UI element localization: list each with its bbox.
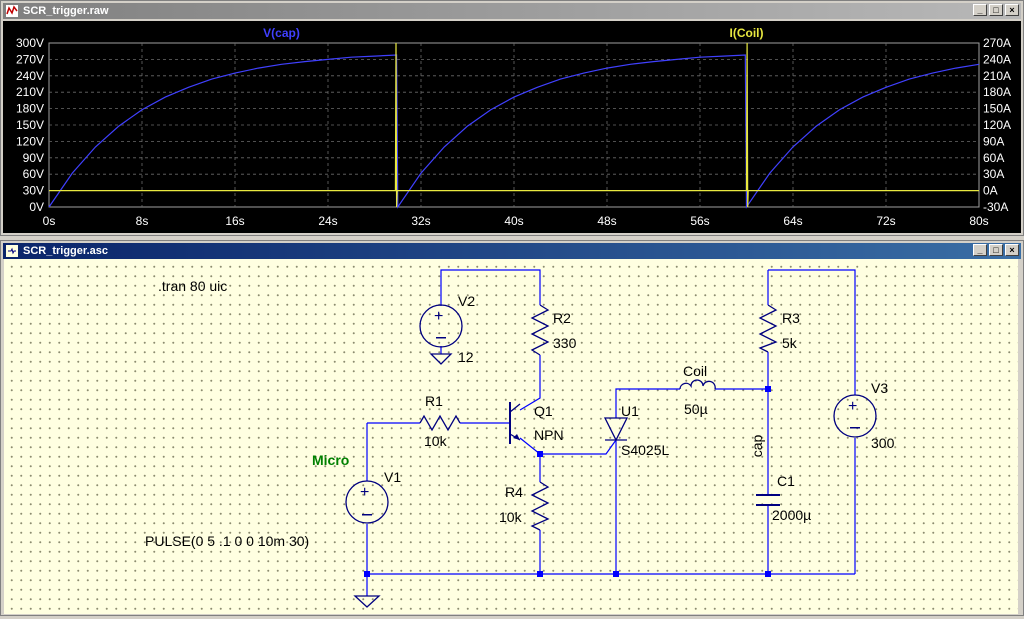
r4-ref[interactable]: R4	[505, 484, 523, 500]
r3-value[interactable]: 5k	[782, 335, 798, 351]
schematic-labels: .tran 80 uic Micro PULSE(0 5 .1 0 0 10m …	[145, 278, 895, 549]
x-tick-label: 56s	[690, 214, 709, 228]
schematic-app-icon	[6, 245, 18, 257]
y-tick-label-left: 120V	[16, 134, 44, 148]
schematic-titlebar[interactable]: SCR_trigger.asc _ □ ×	[3, 243, 1021, 259]
y-tick-label-right: 90A	[983, 134, 1004, 148]
maximize-button[interactable]: □	[989, 4, 1003, 16]
r2-value[interactable]: 330	[553, 335, 577, 351]
y-tick-label-left: 240V	[16, 69, 44, 83]
v1-ref[interactable]: V1	[384, 469, 401, 485]
waveform-window: SCR_trigger.raw _ □ × 300V 270A 270V 240A 24…	[0, 0, 1024, 236]
junction-dots	[364, 386, 771, 577]
y-tick-label-right: -30A	[983, 200, 1008, 214]
r3-ref[interactable]: R3	[782, 310, 800, 326]
y-tick-label-left: 30V	[23, 184, 44, 198]
v3-ref[interactable]: V3	[871, 380, 888, 396]
v2-ref[interactable]: V2	[458, 293, 475, 309]
coil-ref[interactable]: Coil	[683, 363, 707, 379]
x-tick-label: 64s	[783, 214, 802, 228]
cap-net-label[interactable]: cap	[749, 435, 765, 458]
waveform-plot: 300V 270A 270V 240A 240V 210A 210V 180A 180V 150A…	[16, 26, 1011, 228]
y-tick-label-left: 60V	[23, 167, 44, 181]
r4-value[interactable]: 10k	[499, 509, 523, 525]
tran-directive[interactable]: .tran 80 uic	[158, 278, 227, 294]
r2-ref[interactable]: R2	[553, 310, 571, 326]
waveform-titlebar[interactable]: SCR_trigger.raw _ □ ×	[3, 3, 1021, 19]
y-tick-label-left: 210V	[16, 85, 44, 99]
v2-ground-symbol	[429, 353, 453, 365]
trace-label-vcap: V(cap)	[263, 26, 300, 40]
u1-ref[interactable]: U1	[621, 403, 639, 419]
y-tick-label-left: 180V	[16, 102, 44, 116]
y-tick-label-right: 0A	[983, 184, 998, 198]
net-label-micro[interactable]: Micro	[312, 452, 349, 468]
waveform-title: SCR_trigger.raw	[23, 5, 109, 17]
trace-label-icoil: I(Coil)	[730, 26, 764, 40]
x-tick-label: 32s	[411, 214, 430, 228]
y-tick-label-left: 90V	[23, 151, 44, 165]
r1-value[interactable]: 10k	[424, 433, 448, 449]
y-tick-label-right: 150A	[983, 102, 1011, 116]
schematic-drawing: + + + .tran 80 uic Micro PULSE(0 5 .1 0 …	[145, 269, 895, 608]
y-tick-label-right: 210A	[983, 69, 1011, 83]
r1-ref[interactable]: R1	[425, 393, 443, 409]
pulse-spec[interactable]: PULSE(0 5 .1 0 0 10m 30)	[145, 533, 309, 549]
y-tick-label-left: 0V	[29, 200, 44, 214]
x-tick-label: 40s	[504, 214, 523, 228]
icoil-trace	[49, 42, 979, 208]
x-tick-label: 8s	[136, 214, 149, 228]
schematic-minimize-button[interactable]: _	[973, 244, 987, 256]
x-tick-label: 24s	[318, 214, 337, 228]
q1-value[interactable]: NPN	[534, 427, 564, 443]
symbol-marks: + + +	[360, 308, 860, 516]
y-tick-label-right: 240A	[983, 52, 1011, 66]
waveform-app-icon	[6, 5, 18, 17]
v2-value[interactable]: 12	[458, 349, 474, 365]
schematic-canvas[interactable]: + + + .tran 80 uic Micro PULSE(0 5 .1 0 …	[4, 259, 1018, 614]
y-tick-label-right: 180A	[983, 85, 1011, 99]
v3-value[interactable]: 300	[871, 435, 895, 451]
plot-pane[interactable]: 300V 270A 270V 240A 240V 210A 210V 180A 180V 150A…	[3, 21, 1021, 233]
schematic-maximize-button[interactable]: □	[989, 244, 1003, 256]
vcap-trace	[48, 54, 980, 209]
y-tick-label-right: 30A	[983, 167, 1004, 181]
y-tick-label-right: 60A	[983, 151, 1004, 165]
coil-value[interactable]: 50µ	[684, 401, 708, 417]
x-tick-label: 0s	[43, 214, 56, 228]
ground-symbol	[353, 595, 381, 608]
svg-text:+: +	[360, 484, 369, 501]
x-tick-label: 72s	[876, 214, 895, 228]
y-tick-label-right: 120A	[983, 118, 1011, 132]
x-tick-label: 16s	[225, 214, 244, 228]
y-tick-label-right: 270A	[983, 36, 1011, 50]
svg-text:+: +	[848, 398, 857, 415]
x-tick-label: 80s	[969, 214, 988, 228]
component-symbols	[345, 304, 877, 531]
schematic-close-button[interactable]: ×	[1005, 244, 1019, 256]
y-tick-label-left: 300V	[16, 36, 44, 50]
schematic-title: SCR_trigger.asc	[23, 245, 108, 257]
u1-value[interactable]: S4025L	[621, 442, 669, 458]
close-button[interactable]: ×	[1005, 4, 1019, 16]
x-tick-label: 48s	[597, 214, 616, 228]
svg-text:+: +	[434, 308, 443, 325]
q1-ref[interactable]: Q1	[534, 403, 553, 419]
minimize-button[interactable]: _	[973, 4, 987, 16]
c1-value[interactable]: 2000µ	[772, 507, 811, 523]
c1-ref[interactable]: C1	[777, 473, 795, 489]
y-tick-label-left: 270V	[16, 52, 44, 66]
y-tick-label-left: 150V	[16, 118, 44, 132]
